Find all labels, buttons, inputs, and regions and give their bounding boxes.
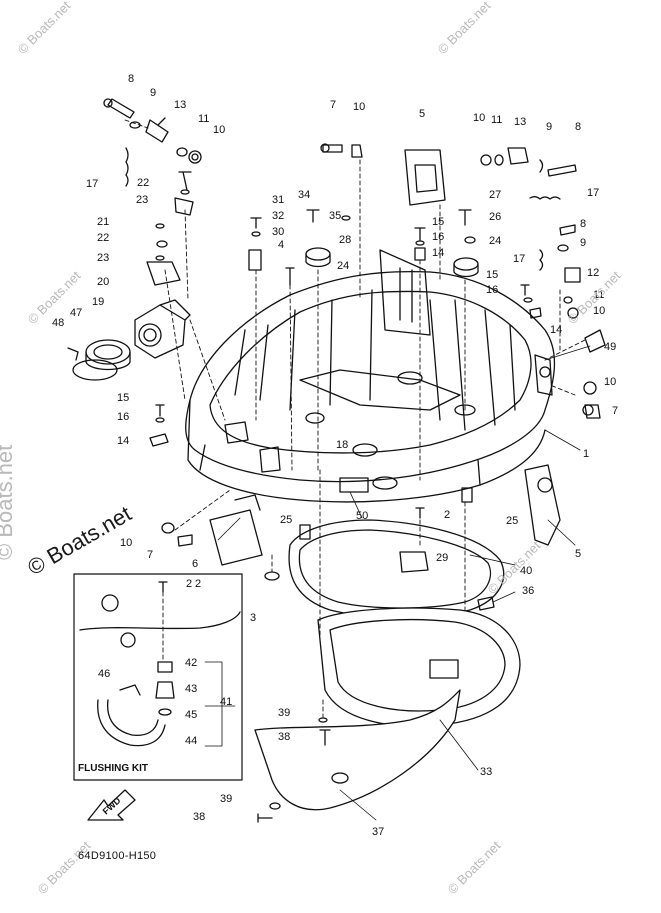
callout-16: 16 [117, 411, 129, 423]
callout-47: 47 [70, 307, 82, 319]
callout-7: 7 [612, 405, 618, 417]
callout-leaders [204, 345, 591, 821]
upper-right-hardware [414, 147, 606, 419]
callout-48: 48 [52, 317, 64, 329]
callout-14: 14 [550, 324, 562, 336]
callout-40: 40 [520, 565, 532, 577]
callout-44: 44 [185, 735, 197, 747]
callout-46: 46 [98, 668, 110, 680]
callout-13: 13 [514, 116, 526, 128]
bottom-cowling [185, 249, 556, 503]
callout-2: 2 [195, 578, 201, 590]
callout-41: 41 [220, 696, 232, 708]
callout-10: 10 [120, 537, 132, 549]
callout-10: 10 [604, 376, 616, 388]
callout-25: 25 [506, 515, 518, 527]
callout-23: 23 [136, 194, 148, 206]
callout-2: 2 [186, 578, 192, 590]
callout-9: 9 [546, 121, 552, 133]
callout-34: 34 [298, 189, 310, 201]
callout-33: 33 [480, 766, 492, 778]
callout-45: 45 [185, 709, 197, 721]
callout-19: 19 [92, 296, 104, 308]
callout-11: 11 [198, 113, 209, 125]
callout-2: 2 [444, 509, 450, 521]
callout-38: 38 [193, 811, 205, 823]
callout-7: 7 [330, 99, 336, 111]
callout-4: 4 [278, 239, 284, 251]
callout-38: 38 [278, 731, 290, 743]
callout-20: 20 [97, 276, 109, 288]
callout-9: 9 [580, 237, 586, 249]
callout-13: 13 [174, 99, 186, 111]
callout-27: 27 [489, 189, 501, 201]
callout-26: 26 [489, 211, 501, 223]
callout-17: 17 [86, 178, 98, 190]
callout-15: 15 [117, 392, 129, 404]
callout-3: 3 [250, 612, 256, 624]
lower-parts [161, 464, 561, 823]
callout-10: 10 [473, 112, 485, 124]
callout-8: 8 [575, 121, 581, 133]
callout-10: 10 [353, 101, 365, 113]
callout-37: 37 [372, 826, 384, 838]
callout-16: 16 [432, 231, 444, 243]
callout-32: 32 [272, 210, 284, 222]
fwd-arrow-icon [87, 789, 136, 821]
callout-23: 23 [97, 252, 109, 264]
callout-29: 29 [436, 552, 448, 564]
callout-22: 22 [137, 177, 149, 189]
callout-24: 24 [489, 235, 501, 247]
callout-24: 24 [337, 260, 349, 272]
callout-17: 17 [587, 187, 599, 199]
callout-39: 39 [278, 707, 290, 719]
callout-21: 21 [97, 216, 109, 228]
callout-22: 22 [97, 232, 109, 244]
callout-16: 16 [486, 284, 498, 296]
callout-10: 10 [213, 124, 225, 136]
callout-31: 31 [272, 194, 284, 206]
callout-35: 35 [329, 210, 341, 222]
callout-5: 5 [419, 108, 425, 120]
callout-28: 28 [339, 234, 351, 246]
callout-1: 1 [583, 448, 589, 460]
callout-42: 42 [185, 657, 197, 669]
leader-lines [124, 119, 586, 719]
callout-9: 9 [150, 87, 156, 99]
flushing-kit-label: FLUSHING KIT [78, 763, 148, 774]
callout-8: 8 [580, 218, 586, 230]
callout-50: 50 [356, 510, 368, 522]
callout-6: 6 [192, 558, 198, 570]
callout-25: 25 [280, 514, 292, 526]
callout-43: 43 [185, 683, 197, 695]
callout-49: 49 [604, 341, 616, 353]
callout-15: 15 [486, 269, 498, 281]
callout-18: 18 [336, 439, 348, 451]
callout-30: 30 [272, 226, 284, 238]
callout-14: 14 [432, 247, 444, 259]
callout-11: 11 [593, 289, 604, 301]
callout-14: 14 [117, 435, 129, 447]
callout-12: 12 [587, 267, 599, 279]
callout-5: 5 [575, 548, 581, 560]
callout-15: 15 [432, 216, 444, 228]
callout-10: 10 [593, 305, 605, 317]
callout-17: 17 [513, 253, 525, 265]
callout-36: 36 [522, 585, 534, 597]
flushing-kit-inset [73, 573, 243, 781]
callout-8: 8 [128, 73, 134, 85]
watermark-left: © Boats.net [0, 444, 17, 560]
figure-code: 64D9100-H150 [78, 850, 157, 862]
callout-7: 7 [147, 549, 153, 561]
callout-11: 11 [491, 114, 502, 126]
callout-39: 39 [220, 793, 232, 805]
